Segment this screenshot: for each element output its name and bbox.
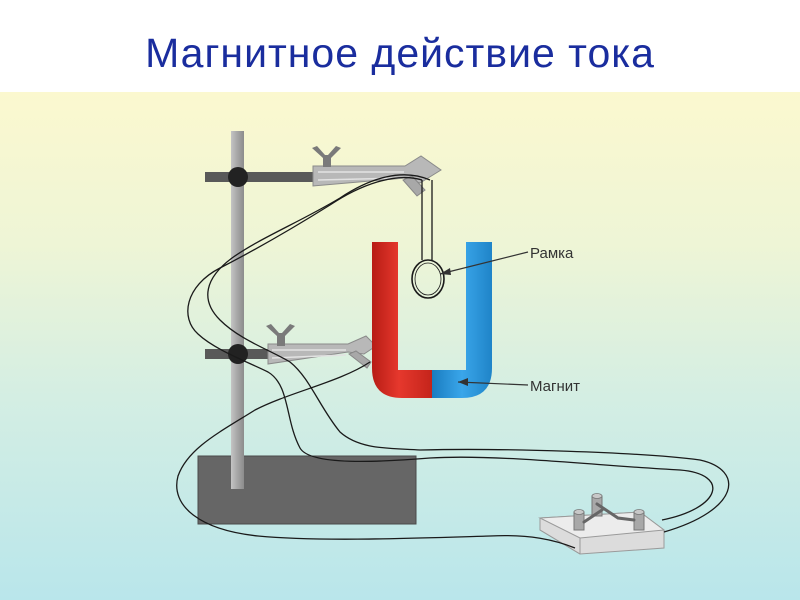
knife-switch-icon	[538, 493, 666, 555]
upper-joint	[228, 167, 248, 187]
title-band	[0, 0, 800, 92]
wires	[176, 174, 730, 549]
upper-wing-screw-icon	[312, 146, 341, 167]
wire-frame	[411, 180, 445, 299]
lower-wing-screw-icon	[266, 324, 295, 346]
upper-clamp-bar	[205, 172, 317, 182]
lower-joint	[228, 344, 248, 364]
magnet-label: Магнит	[530, 378, 580, 395]
slide-title: Магнитное действие тока	[145, 30, 655, 76]
frame-label: Рамка	[530, 245, 574, 262]
stand-rod	[231, 131, 244, 489]
horseshoe-magnet	[372, 242, 492, 398]
stand-base	[197, 455, 417, 525]
lower-holder	[267, 335, 377, 369]
upper-holder	[312, 155, 442, 197]
label-pointers	[439, 251, 529, 386]
